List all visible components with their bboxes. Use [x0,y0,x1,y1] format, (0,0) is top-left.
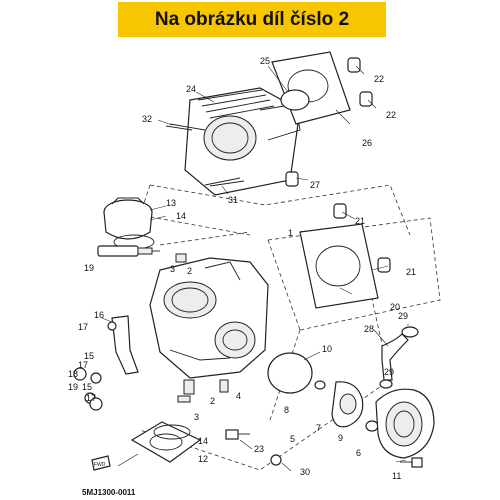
part-label: 17 [78,360,88,370]
leader-lines [101,65,409,472]
part-label: 21 [355,216,365,226]
part-label: 2 [210,396,215,406]
part-label: 1 [288,228,293,238]
part-label: 12 [198,454,208,464]
part-label: 22 [386,110,396,120]
bottom-cover-parts [130,421,202,463]
spark-plug [97,245,160,257]
part-label: 29 [384,367,394,377]
part-label: 8 [284,405,289,415]
part-label: 23 [254,444,264,454]
part-label: 26 [362,138,372,148]
crankcase-gasket [299,223,379,309]
part-label: 6 [356,448,361,458]
hose-and-clamp [379,326,419,389]
part-label: 19 [84,263,94,273]
cylinder-head-gasket [271,51,351,125]
diagram-code: 5MJ1300-0011 [82,488,136,497]
part-label: 25 [260,56,270,66]
part-label: 5 [290,434,295,444]
part-label: 3 [170,264,175,274]
part-label: 7 [316,423,321,433]
part-label: 30 [300,467,310,477]
bracket-part [73,315,139,411]
part-label: 24 [186,84,196,94]
banner-title: Na obrázku díl číslo 2 [154,9,350,30]
o-ring-part [267,352,313,394]
part-label: 15 [82,382,92,392]
part-label: 28 [364,324,374,334]
part-label: 2 [187,266,192,276]
crankcase-main-part [149,257,269,379]
part-label: 22 [374,74,384,84]
part-label: 18 [68,369,78,379]
part-label: 31 [228,195,238,205]
part-label: 32 [142,114,152,124]
part-number-labels: 25 22 22 24 26 32 27 31 21 13 14 1 21 3 … [68,56,416,481]
part-label: 20 [390,302,400,312]
part-label: 14 [176,211,186,221]
part-label: 9 [338,433,343,443]
dowel-pins [285,57,391,273]
piston-part [103,197,155,250]
part-label: 27 [310,180,320,190]
part-label: 17 [78,322,88,332]
part-label: 3 [194,412,199,422]
bolts [165,125,423,468]
title-banner: Na obrázku díl číslo 2 [118,2,386,37]
part-label: 21 [406,267,416,277]
part-label: 17 [86,393,96,403]
fwd-arrow-icon: FWD [91,455,111,471]
pump-cover-parts [314,380,435,459]
part-label: 13 [166,198,176,208]
part-label: 4 [236,391,241,401]
part-label: 10 [322,344,332,354]
part-label: 14 [198,436,208,446]
part-label: 16 [94,310,104,320]
part-label: 15 [84,351,94,361]
part-label: 19 [68,382,78,392]
cylinder-part [169,87,301,196]
part-label: 29 [398,311,408,321]
fwd-label: FWD [94,462,106,468]
part-label: 11 [392,471,401,481]
